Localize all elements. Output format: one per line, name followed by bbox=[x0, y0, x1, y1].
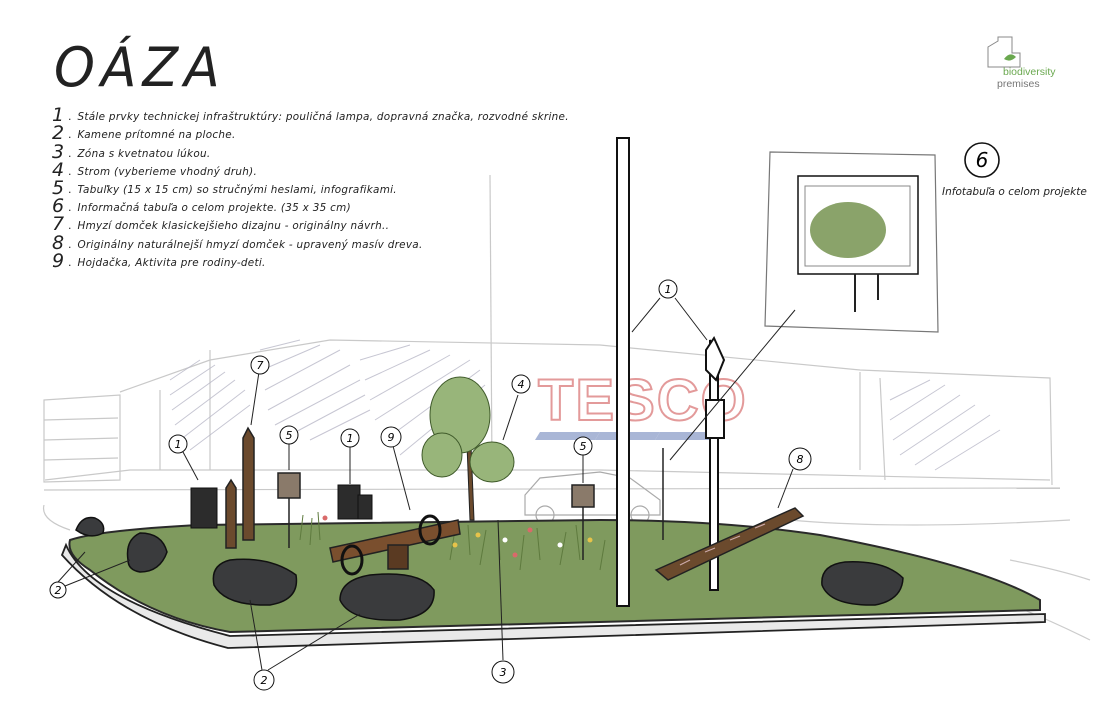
legend-text: Originálny naturálnejší hmyzí domček - u… bbox=[78, 238, 423, 252]
legend-number: 9 bbox=[52, 252, 68, 270]
legend-bullet: . bbox=[68, 219, 72, 233]
legend-item: 8. Originálny naturálnejší hmyzí domček -… bbox=[52, 233, 692, 251]
legend-bullet: . bbox=[68, 147, 72, 161]
legend-number: 8 bbox=[52, 234, 68, 252]
legend-item: 6.Informačná tabuľa o celom projekte. (3… bbox=[52, 197, 692, 215]
legend-item: 7. Hmyzí domček klasickejšieho dizajnu - … bbox=[52, 215, 692, 233]
legend-text: Hmyzí domček klasickejšieho dizajnu - or… bbox=[78, 219, 390, 233]
callout-circle-6: 6 bbox=[962, 140, 1002, 180]
logo-text-line2: premises bbox=[997, 78, 1040, 90]
legend-bullet: . bbox=[68, 165, 72, 179]
legend-item: 5.Tabuľky (15 x 15 cm) so stručnými hesl… bbox=[52, 179, 692, 197]
legend-number: 2 bbox=[52, 124, 68, 142]
callout-number: 6 bbox=[976, 148, 989, 172]
legend-bullet: . bbox=[68, 183, 72, 197]
legend-item: 4.Strom (vyberieme vhodný druh). bbox=[52, 161, 692, 179]
infoboard-sketch bbox=[765, 152, 938, 332]
legend-item: 1.Stále prvky technickej infraštruktúry:… bbox=[52, 106, 692, 124]
legend-text: Stále prvky technickej infraštruktúry: p… bbox=[78, 110, 569, 124]
logo-text-line1: biodiversity bbox=[1003, 66, 1056, 78]
legend-bullet: . bbox=[68, 128, 72, 142]
legend-item: 9. Hojdačka, Aktivita pre rodiny-deti. bbox=[52, 252, 692, 270]
infoboard-label: Infotabuľa o celom projekte bbox=[942, 187, 1092, 198]
legend-bullet: . bbox=[68, 110, 72, 124]
legend-text: Tabuľky (15 x 15 cm) so stručnými heslam… bbox=[78, 183, 397, 197]
page-title: OÁZA bbox=[54, 37, 226, 100]
legend-bullet: . bbox=[68, 238, 72, 252]
legend-text: Hojdačka, Aktivita pre rodiny-deti. bbox=[78, 256, 266, 270]
legend-bullet: . bbox=[68, 201, 72, 215]
legend: 1.Stále prvky technickej infraštruktúry:… bbox=[52, 106, 692, 270]
tree bbox=[422, 377, 514, 520]
legend-text: Strom (vyberieme vhodný druh). bbox=[78, 165, 258, 179]
legend-number: 3 bbox=[52, 143, 68, 161]
legend-text: Informačná tabuľa o celom projekte. (35 … bbox=[78, 201, 351, 215]
legend-text: Kamene prítomné na ploche. bbox=[78, 128, 236, 142]
legend-number: 7 bbox=[52, 215, 68, 233]
legend-item: 2. Kamene prítomné na ploche. bbox=[52, 124, 692, 142]
legend-text: Zóna s kvetnatou lúkou. bbox=[78, 147, 211, 161]
legend-item: 3. Zóna s kvetnatou lúkou. bbox=[52, 142, 692, 160]
legend-bullet: . bbox=[68, 256, 72, 270]
